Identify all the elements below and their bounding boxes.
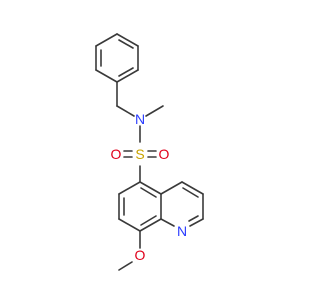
bond <box>139 181 162 195</box>
bond <box>160 181 183 195</box>
atom-label-n-quinoline: N <box>177 223 187 239</box>
bond <box>188 215 199 222</box>
bond <box>118 261 133 271</box>
bond <box>116 69 139 83</box>
bond <box>182 187 199 198</box>
atom-label-s-sulfonyl: S <box>135 146 144 162</box>
bond <box>116 105 135 117</box>
atom-labels: N S O O N O <box>111 111 188 263</box>
bond <box>95 69 118 83</box>
bond <box>160 218 175 227</box>
bonds <box>95 33 204 271</box>
bond <box>116 33 139 47</box>
bond <box>118 181 141 195</box>
atom-label-n-amine: N <box>135 111 145 127</box>
bond <box>118 218 141 232</box>
bond <box>95 33 118 47</box>
bond <box>140 187 157 198</box>
bond <box>118 67 134 77</box>
molecule-structure: N S O O N O <box>95 33 204 271</box>
atom-label-o-right: O <box>159 146 170 162</box>
bond <box>118 39 134 49</box>
bond <box>139 218 162 232</box>
bond <box>181 181 204 195</box>
bond <box>189 218 204 227</box>
atom-label-o-left: O <box>111 146 122 162</box>
bond <box>140 215 157 226</box>
atom-label-o-methoxy: O <box>135 247 146 263</box>
bond <box>145 105 164 117</box>
